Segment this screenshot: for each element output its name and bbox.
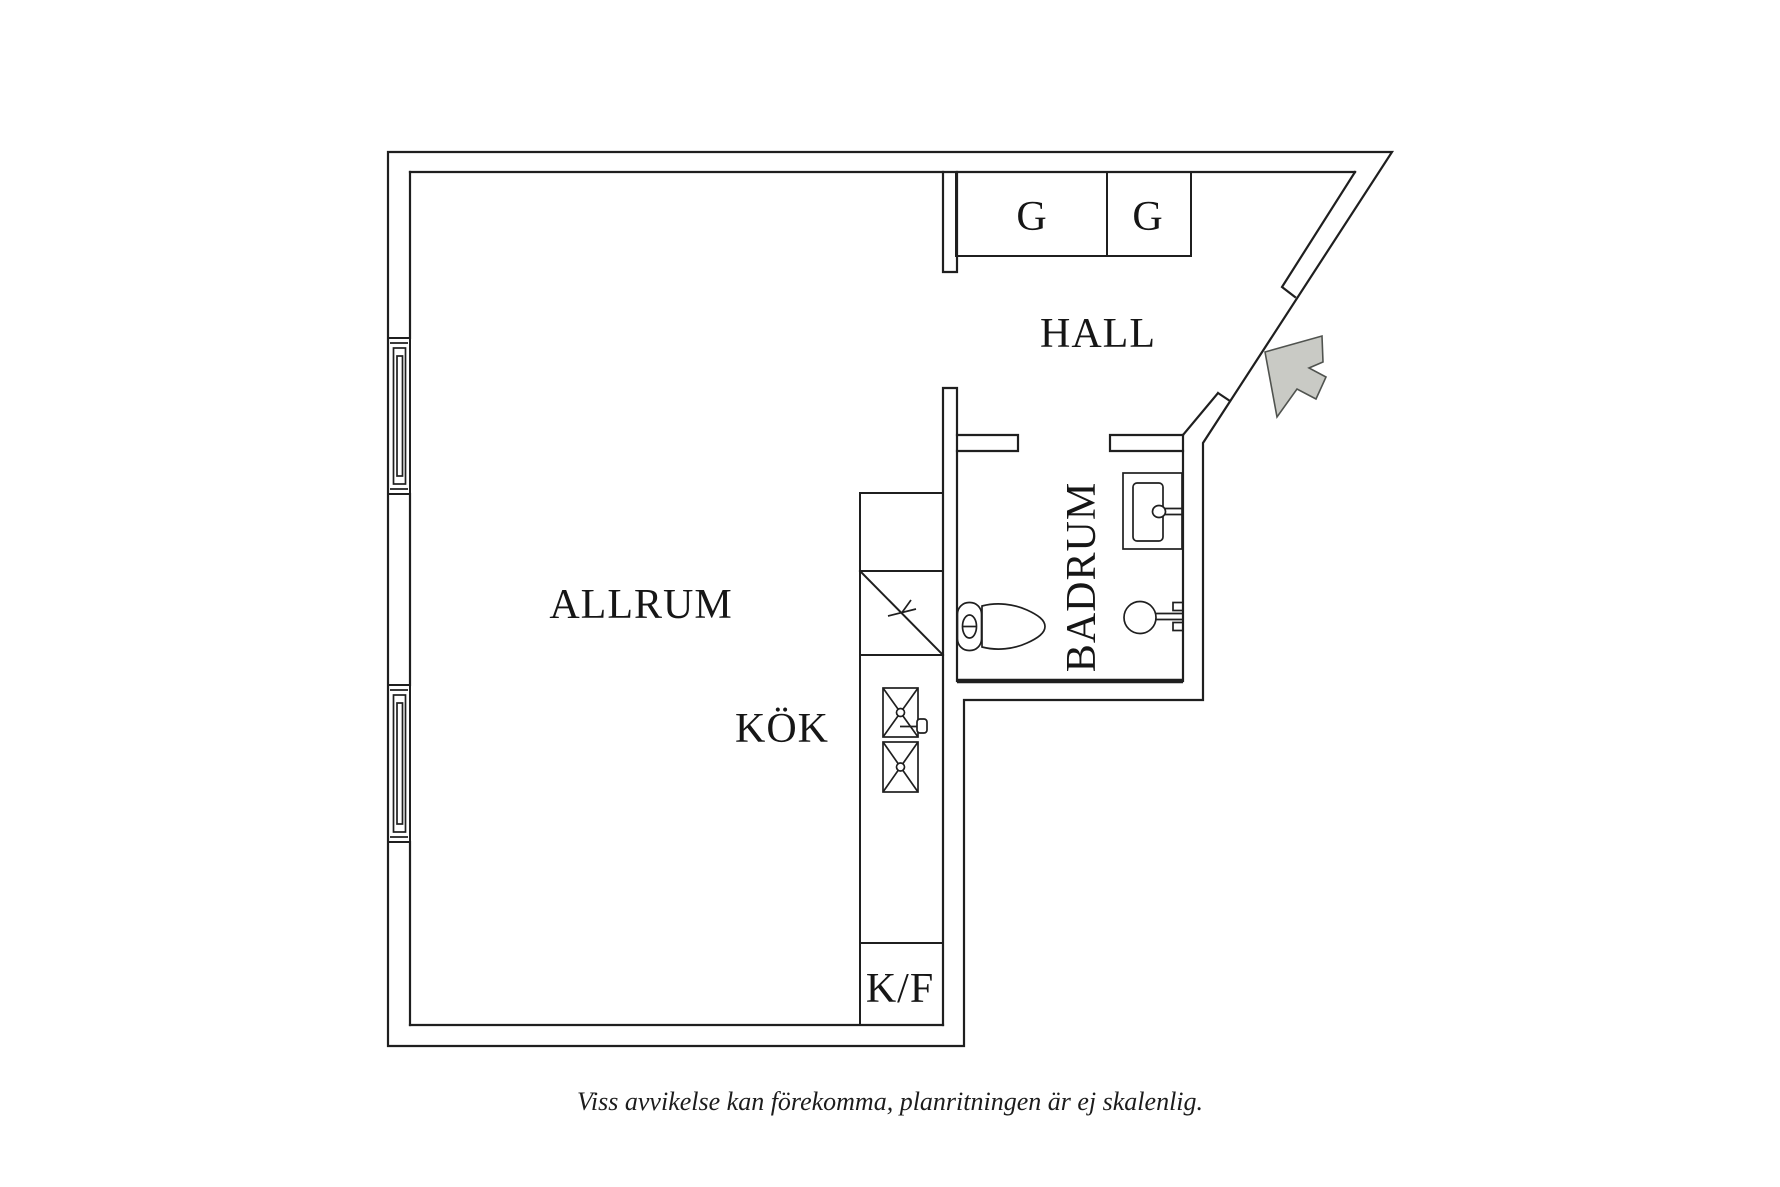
hall-partition-wall (941, 170, 959, 1027)
kitchen-sink (882, 687, 928, 793)
badrum-top-wall (955, 433, 1185, 453)
washbasin (1122, 472, 1183, 550)
room-label-hall: HALL (1040, 311, 1156, 357)
toilet-bowl (981, 603, 1046, 650)
basin-faucet-icon (1151, 504, 1182, 519)
room-labels: ALLRUM KÖK HALL BADRUM G G K/F (549, 194, 1163, 1012)
closet-label-right: G (1132, 194, 1163, 240)
entrance-arrow-icon (1264, 334, 1328, 419)
diagonal-wall-inner (1181, 170, 1357, 437)
window-lower (387, 684, 411, 843)
room-label-kok: KÖK (735, 706, 829, 752)
room-label-allrum: ALLRUM (549, 582, 732, 628)
kitchen-counter (858, 492, 945, 1026)
fridge-freezer-label: K/F (866, 966, 934, 1012)
fridge-freezer-box (859, 942, 944, 1026)
outer-walls (386, 150, 1395, 1048)
kitchen-faucet-icon (900, 718, 928, 734)
round-washbasin (1123, 600, 1184, 635)
window-upper (387, 337, 411, 495)
closet-label-left: G (1016, 194, 1047, 240)
outer-boundary (386, 150, 1395, 1048)
toilet (956, 601, 1046, 652)
room-label-badrum: BADRUM (1059, 482, 1105, 672)
wardrobes (955, 171, 1192, 257)
wardrobe-right (1106, 171, 1192, 257)
dishwasher-symbol (887, 599, 917, 617)
inner-walls (408, 170, 1357, 1027)
disclaimer-caption: Viss avvikelse kan förekomma, planritnin… (577, 1087, 1203, 1116)
